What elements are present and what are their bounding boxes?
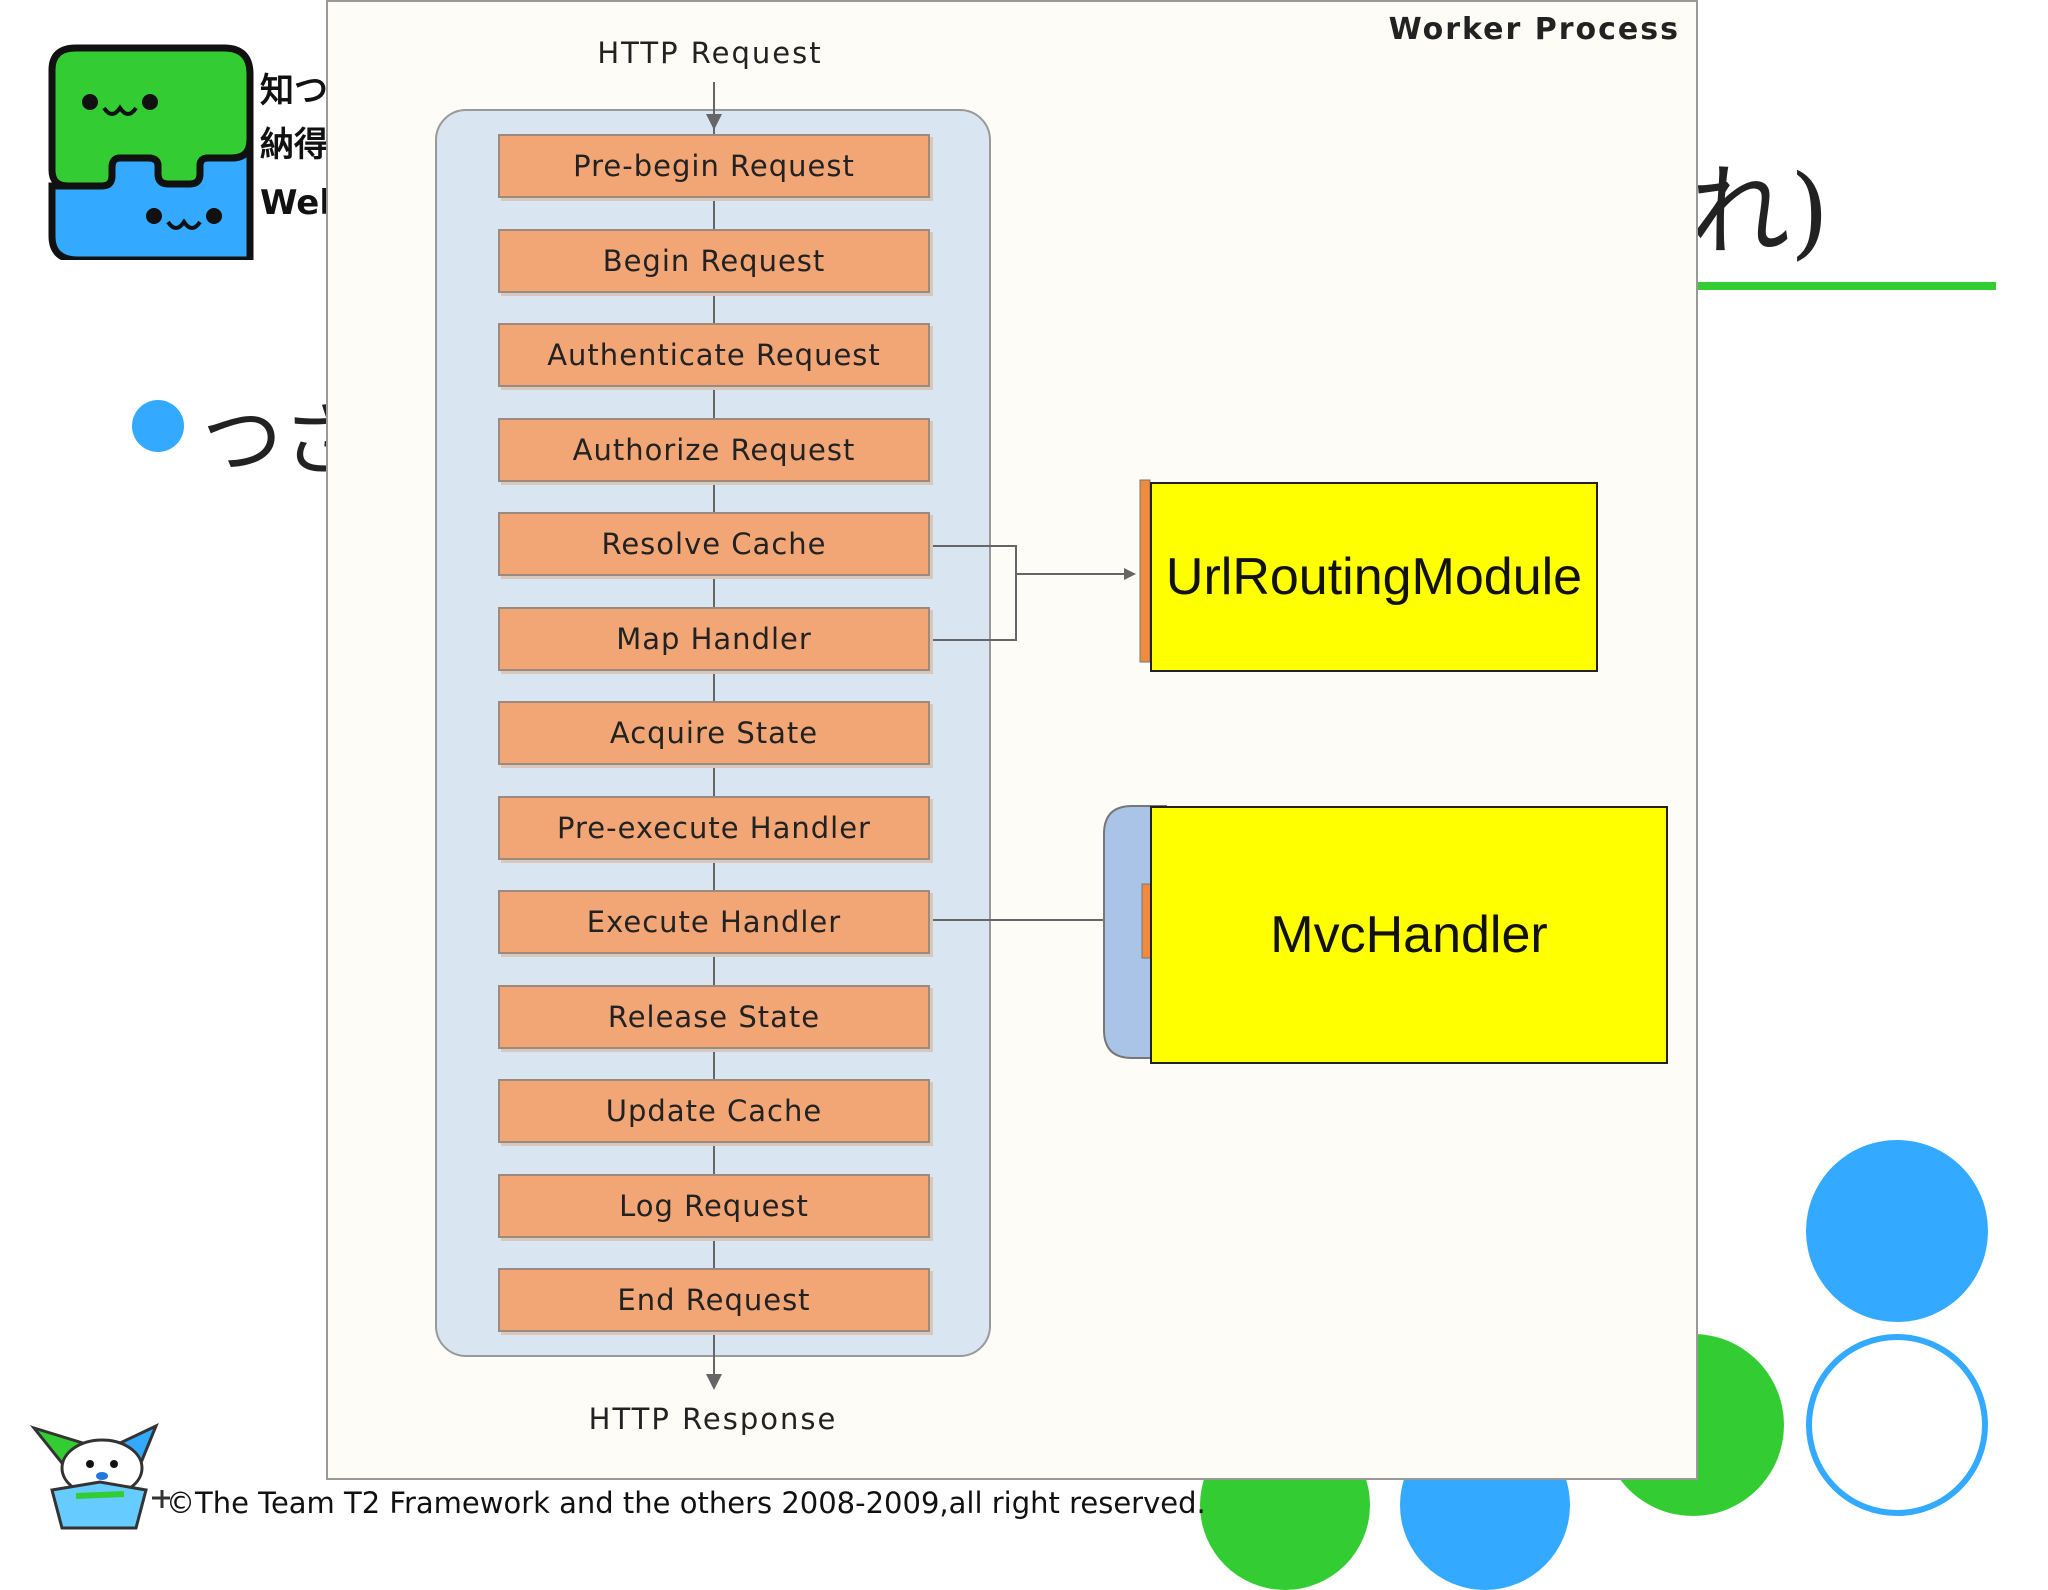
bullet-text-fragment: つさ [202, 394, 332, 487]
pipeline-stage: Pre-execute Handler [498, 796, 930, 860]
title-underline [1690, 282, 1996, 290]
http-response-label: HTTP Response [588, 1402, 838, 1436]
pipeline-stage: Authenticate Request [498, 323, 930, 387]
pipeline-stage: Acquire State [498, 701, 930, 765]
mvc-handler-box: MvcHandler [1150, 806, 1668, 1064]
deco-circle-outline [1806, 1334, 1988, 1516]
slide-title-fragment: れ) [1690, 153, 1830, 270]
pipeline-stage: Execute Handler [498, 890, 930, 954]
worker-process-diagram: Worker Process HTTP Request Pre-begin Re… [326, 0, 1698, 1480]
bullet-dot [132, 400, 184, 452]
copyright-text: ©The Team T2 Framework and the others 20… [166, 1486, 1206, 1520]
logo-text-line2: 納得 [260, 125, 328, 165]
logo-text-line3: Wel [260, 183, 332, 223]
deco-circle-blue-top [1806, 1140, 1988, 1322]
t2-mascot-icon [29, 1422, 170, 1530]
logo: 知つ 納得 Wel [38, 40, 338, 260]
pipeline-stage: Update Cache [498, 1079, 930, 1143]
logo-text-line1: 知つ [260, 71, 328, 111]
url-routing-module-box: UrlRoutingModule [1150, 482, 1598, 672]
logo-mascot-icon [48, 44, 254, 260]
pipeline-stage: Begin Request [498, 229, 930, 293]
pipeline-stage: Resolve Cache [498, 512, 930, 576]
pipeline-stage: Map Handler [498, 607, 930, 671]
pipeline-stage: Release State [498, 985, 930, 1049]
http-request-label: HTTP Request [597, 36, 823, 70]
pipeline-stage: Authorize Request [498, 418, 930, 482]
pipeline-stage: End Request [498, 1268, 930, 1332]
pipeline-stage: Log Request [498, 1174, 930, 1238]
pipeline-stage: Pre-begin Request [498, 134, 930, 198]
panel-title: Worker Process [1388, 12, 1680, 47]
